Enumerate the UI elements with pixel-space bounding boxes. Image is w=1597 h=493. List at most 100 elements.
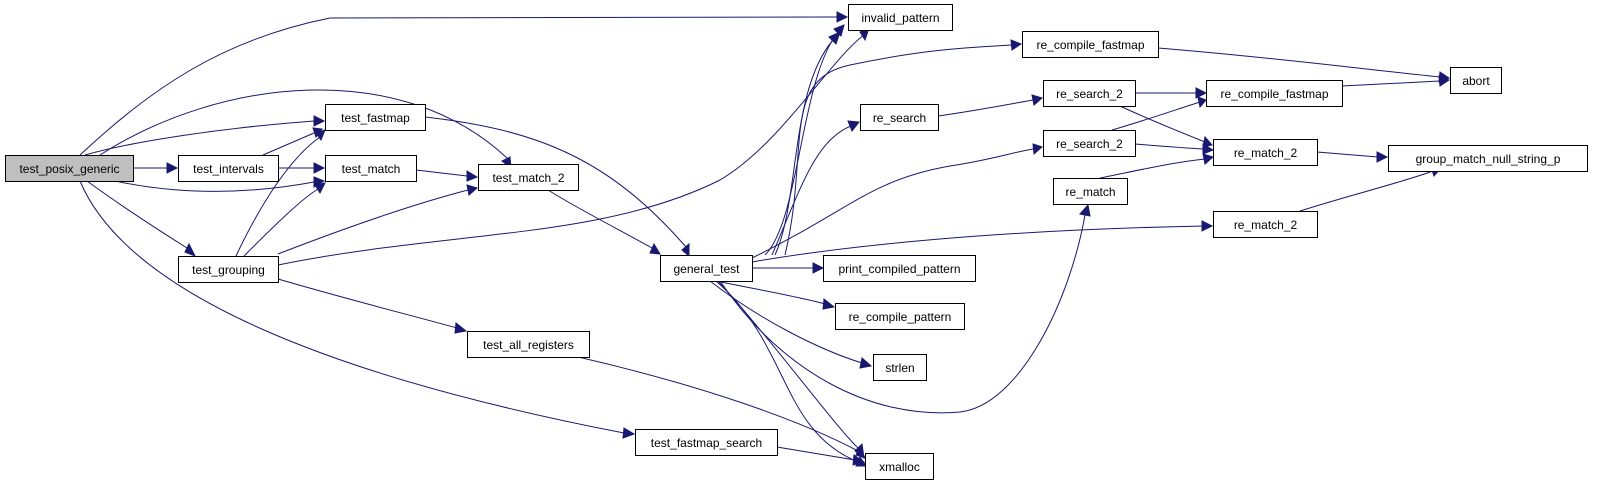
node-label: test_grouping: [192, 263, 265, 277]
edge-line: [1134, 143, 1204, 150]
edge-arrowhead: [1202, 153, 1215, 165]
node-label: test_fastmap: [341, 111, 410, 125]
edge-arrowhead: [1197, 96, 1207, 109]
edge-arrowhead: [466, 184, 479, 196]
edge-line: [719, 214, 1086, 414]
edge-to-xmalloc: [715, 280, 867, 467]
edge-arrowhead: [1202, 143, 1215, 155]
edge-arrowhead: [649, 242, 661, 255]
edge-line: [751, 225, 1205, 263]
node-label: re_search: [873, 111, 926, 125]
node-label: re_match: [1065, 185, 1115, 199]
node-re-match-2-a[interactable]: re_match_2: [1213, 139, 1318, 166]
edge-line: [243, 188, 319, 257]
edge-to-re-compile-pattern: [715, 280, 836, 310]
node-box: [823, 255, 976, 282]
edge-line: [235, 136, 321, 257]
node-box: [635, 429, 778, 456]
node-label: re_compile_fastmap: [1036, 38, 1144, 52]
edge-to-group-match-null-string-p: [1299, 166, 1441, 212]
node-re-match-2-b[interactable]: re_match_2: [1213, 211, 1318, 238]
node-test-fastmap-search[interactable]: test_fastmap_search: [635, 429, 778, 456]
edge-to-strlen: [709, 280, 873, 369]
node-group-match-null-string-p[interactable]: group_match_null_string_p: [1388, 145, 1588, 172]
edge-to-re-match-2-a: [1119, 105, 1213, 148]
node-abort[interactable]: abort: [1450, 67, 1502, 94]
node-label: re_compile_fastmap: [1220, 87, 1328, 101]
edge-arrowhead: [315, 129, 326, 142]
edge-to-re-compile-fastmap-mid: [1111, 96, 1207, 131]
node-invalid-pattern[interactable]: invalid_pattern: [848, 4, 953, 31]
edge-line: [415, 169, 468, 177]
node-test-match[interactable]: test_match: [325, 155, 417, 182]
edge-line: [424, 116, 687, 248]
node-print-compiled-pattern[interactable]: print_compiled_pattern: [823, 255, 976, 282]
node-xmalloc[interactable]: xmalloc: [865, 453, 934, 480]
edge-arrowhead: [854, 442, 865, 460]
edge-arrowhead: [454, 322, 468, 334]
node-box: [873, 354, 927, 381]
edge-arrowhead: [859, 357, 873, 369]
function-nodes: test_posix_generic test_intervals test_fas…: [5, 4, 1588, 480]
edge-line: [79, 180, 625, 434]
edge-arrowhead: [1031, 94, 1044, 106]
node-test-match-2[interactable]: test_match_2: [478, 164, 579, 191]
edge-arrowhead: [1032, 143, 1043, 156]
edge-arrowhead: [812, 262, 825, 274]
node-box: [1206, 80, 1343, 107]
edge-to-test-fastmap: [84, 115, 326, 156]
node-label: test_posix_generic: [19, 162, 119, 176]
node-re-search-2-b[interactable]: re_search_2: [1043, 130, 1136, 157]
edge-line: [771, 125, 852, 256]
node-label: group_match_null_string_p: [1416, 152, 1561, 166]
node-box: [1213, 211, 1318, 238]
edge-to-test-fastmap: [262, 127, 323, 156]
edge-arrowhead: [466, 170, 479, 182]
edge-to-re-search: [771, 120, 860, 256]
node-test-fastmap[interactable]: test_fastmap: [325, 104, 426, 131]
node-label: abort: [1462, 74, 1490, 88]
node-re-compile-fastmap-top[interactable]: re_compile_fastmap: [1022, 31, 1159, 58]
node-strlen[interactable]: strlen: [873, 354, 927, 381]
node-test-posix-generic[interactable]: test_posix_generic: [5, 155, 134, 182]
node-test-grouping[interactable]: test_grouping: [178, 256, 279, 283]
node-box: [325, 104, 426, 131]
node-re-search[interactable]: re_search: [860, 104, 939, 131]
edge-line: [1099, 158, 1206, 179]
node-label: re_match_2: [1234, 146, 1298, 160]
edge-to-re-compile-fastmap-top: [784, 39, 1023, 256]
node-re-compile-fastmap-mid[interactable]: re_compile_fastmap: [1206, 80, 1343, 107]
edge-arrowhead: [1202, 135, 1213, 148]
node-re-match[interactable]: re_match: [1053, 178, 1128, 205]
node-label: test_all_registers: [483, 338, 574, 352]
node-test-all-registers[interactable]: test_all_registers: [467, 331, 590, 358]
edge-line: [277, 34, 865, 266]
edge-to-re-compile-fastmap-mid: [1135, 87, 1208, 99]
node-general-test[interactable]: general_test: [660, 255, 753, 282]
node-box: [1022, 31, 1159, 58]
edge-to-test-grouping: [86, 180, 197, 257]
edge-line: [84, 120, 315, 156]
node-box: [848, 4, 953, 31]
edge-to-test-match-2: [99, 89, 512, 170]
edge-arrowhead: [822, 298, 836, 310]
node-re-search-2-a[interactable]: re_search_2: [1043, 80, 1136, 107]
node-test-intervals[interactable]: test_intervals: [178, 155, 279, 182]
node-label: re_compile_pattern: [849, 310, 952, 324]
edge-arrowhead: [836, 11, 849, 23]
edge-line: [1299, 170, 1434, 212]
edge-arrowhead: [1376, 151, 1389, 163]
node-label: test_fastmap_search: [651, 436, 762, 450]
edge-line: [277, 278, 458, 329]
edge-arrowhead: [847, 120, 860, 132]
node-label: test_match_2: [492, 171, 564, 185]
node-label: test_intervals: [193, 162, 264, 176]
edge-arrowhead: [622, 427, 636, 439]
node-box: [835, 303, 965, 330]
node-box: [1053, 178, 1128, 205]
edge-to-re-search-2-b: [751, 143, 1043, 259]
edge-to-print-compiled-pattern: [752, 262, 825, 274]
edge-to-test-fastmap: [235, 129, 326, 257]
node-re-compile-pattern[interactable]: re_compile_pattern: [835, 303, 965, 330]
edge-line: [1111, 101, 1201, 131]
